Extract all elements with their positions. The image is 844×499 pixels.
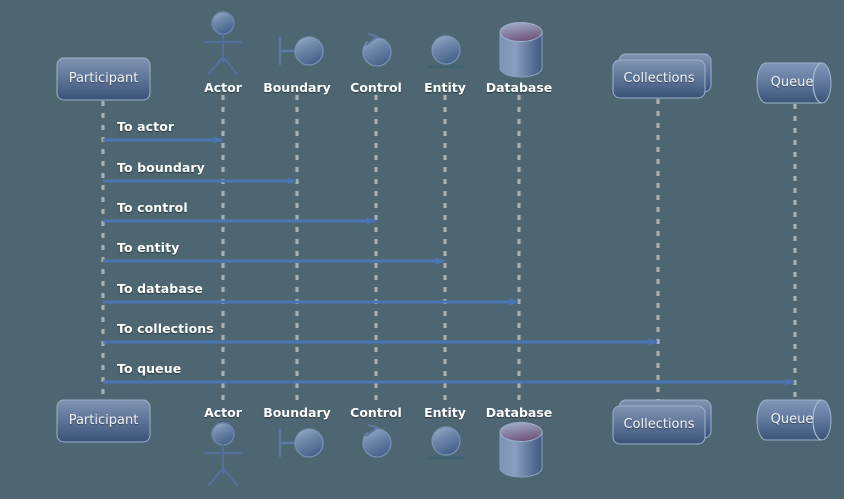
participant-foot-label: Participant [68, 413, 139, 428]
boundary-foot-label: Boundary [263, 405, 331, 420]
database-foot-icon[interactable] [499, 422, 543, 478]
queue-head-label: Queue [770, 75, 814, 90]
message-label-to-control: To control [117, 200, 188, 215]
control-foot-icon[interactable] [362, 424, 392, 458]
database-head-label: Database [485, 80, 553, 95]
message-label-to-boundary: To boundary [117, 160, 205, 175]
control-foot-label: Control [350, 405, 402, 420]
database-head-icon[interactable] [499, 22, 543, 78]
participant-head-box[interactable] [56, 57, 151, 101]
participant-head-label: Participant [68, 71, 139, 86]
queue-head-box[interactable] [756, 62, 832, 104]
database-foot-label: Database [485, 405, 553, 420]
collections-foot-label: Collections [623, 417, 695, 432]
collections-head-box[interactable] [612, 53, 712, 99]
actor-foot-label: Actor [204, 405, 242, 420]
collections-foot-box[interactable] [612, 399, 712, 445]
entity-foot-icon[interactable] [427, 426, 465, 460]
boundary-head-label: Boundary [263, 80, 331, 95]
actor-head-icon[interactable] [203, 11, 243, 76]
boundary-foot-icon[interactable] [278, 428, 324, 458]
message-label-to-queue: To queue [117, 361, 182, 376]
lifeline-group [101, 95, 797, 400]
message-label-to-entity: To entity [117, 240, 180, 255]
queue-foot-box[interactable] [756, 399, 832, 441]
queue-foot-label: Queue [770, 412, 814, 427]
message-label-to-actor: To actor [117, 119, 175, 134]
entity-foot-label: Entity [424, 405, 466, 420]
message-arrow-group [103, 136, 795, 386]
control-head-label: Control [350, 80, 402, 95]
participant-foot-box[interactable] [56, 399, 151, 443]
message-label-to-collections: To collections [117, 321, 214, 336]
message-label-to-database: To database [117, 281, 203, 296]
collections-head-label: Collections [623, 71, 695, 86]
actor-foot-icon[interactable] [203, 422, 243, 487]
actor-head-label: Actor [204, 80, 242, 95]
boundary-head-icon[interactable] [278, 36, 324, 66]
entity-head-label: Entity [424, 80, 466, 95]
entity-head-icon[interactable] [427, 35, 465, 69]
control-head-icon[interactable] [362, 33, 392, 67]
